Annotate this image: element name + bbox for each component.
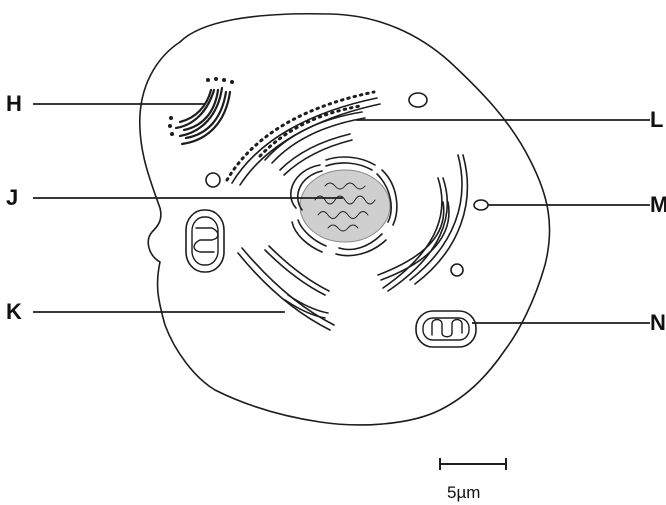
label-m: M [650,192,666,217]
smooth-er-k [238,246,334,330]
vesicle-m [474,200,488,210]
scale-bar-label: 5µm [447,483,480,502]
label-l: L [650,107,663,132]
vesicle-left [206,173,220,187]
vesicle-top [409,93,427,107]
golgi-apparatus [168,77,234,144]
label-k: K [6,299,22,324]
vesicle-lower [451,264,463,276]
nucleus [291,157,397,256]
mitochondrion-n [416,311,476,347]
label-n: N [650,310,666,335]
scale-bar [440,458,506,470]
nucleolus [300,170,390,242]
label-j: J [6,185,18,210]
label-h: H [6,91,22,116]
mitochondrion-left [186,210,224,272]
